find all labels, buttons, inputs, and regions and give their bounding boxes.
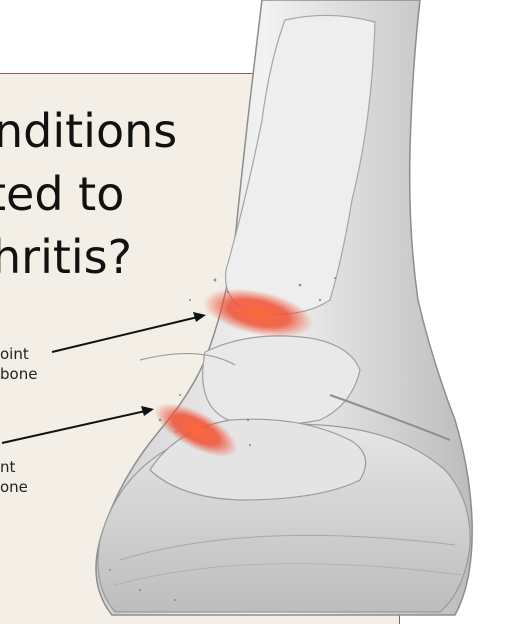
label-upper-line-1: oint <box>0 345 29 363</box>
label-lower-line-2: one <box>0 478 28 496</box>
arrow-upper <box>52 316 202 352</box>
label-lower-line-1: nt <box>0 458 15 476</box>
label-upper-line-2: bone <box>0 365 37 383</box>
arrowhead-upper <box>193 312 206 322</box>
arrowhead-lower <box>141 406 154 416</box>
arrow-lower <box>2 410 150 443</box>
